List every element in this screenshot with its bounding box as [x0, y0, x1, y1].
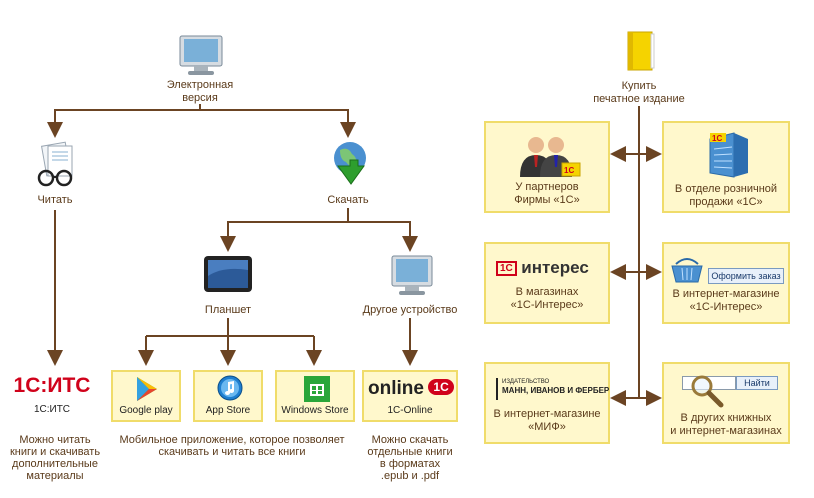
- tablet-label: Планшет: [204, 304, 252, 316]
- buy-printed-label: Купить печатное издание: [593, 80, 685, 105]
- partners-label: У партнеров Фирмы «1С»: [514, 181, 580, 206]
- retail-label: В отделе розничной продажи «1С»: [674, 183, 778, 208]
- read-label: Читать: [37, 194, 73, 206]
- app-store[interactable]: App Store: [193, 370, 263, 422]
- itc-label: 1С:ИТС: [33, 404, 71, 415]
- electronic-version-label: Электронная версия: [166, 79, 234, 104]
- svg-text:1С: 1С: [712, 134, 722, 143]
- google-play-icon: [137, 377, 157, 401]
- note-mobile: Мобильное приложение, которое позволяет …: [119, 434, 345, 458]
- monitor-icon: [178, 34, 224, 76]
- shopping-basket-icon: [671, 258, 703, 283]
- interes-shops-box[interactable]: 1С интерес В магазинах «1С-Интерес»: [484, 242, 610, 324]
- retail-box[interactable]: 1С В отделе розничной продажи «1С»: [662, 121, 790, 213]
- glasses-documents-icon: [32, 140, 80, 188]
- businessmen-icon: 1С: [520, 137, 581, 177]
- order-button[interactable]: Оформить заказ: [708, 268, 784, 284]
- note-online: Можно скачать отдельные книги в форматах…: [367, 434, 453, 482]
- note-read: Можно читать книги и скачивать дополните…: [9, 434, 101, 482]
- interes-logo: интерес: [521, 258, 589, 277]
- other-shops-label: В других книжных и интернет-магазинах: [670, 412, 782, 437]
- online-logo: online: [368, 378, 424, 399]
- mif-logo: МАНН, ИВАНОВ И ФЕРБЕР: [502, 386, 610, 395]
- google-play-store[interactable]: Google play: [111, 370, 181, 422]
- google-play-label: Google play: [119, 405, 173, 416]
- windows-store-label: Windows Store: [281, 405, 349, 416]
- itc-logo: 1С:ИТС: [13, 374, 91, 397]
- magnifier-icon: [691, 375, 724, 408]
- itc-product[interactable]: 1С:ИТС 1С:ИТС: [12, 370, 92, 422]
- monitor-icon-other: [390, 254, 434, 298]
- interes-badge-icon: 1С: [496, 261, 517, 276]
- mif-box[interactable]: ИЗДАТЕЛЬСТВО МАНН, ИВАНОВ И ФЕРБЕР В инт…: [484, 362, 610, 444]
- windows-store[interactable]: Windows Store: [275, 370, 355, 422]
- book-icon: [624, 30, 656, 72]
- download-globe-icon: [328, 140, 370, 188]
- other-shops-box[interactable]: Найти В других книжных и интернет-магази…: [662, 362, 790, 444]
- building-icon: 1С: [709, 132, 748, 178]
- interes-shops-label: В магазинах «1С-Интерес»: [510, 286, 584, 311]
- online-label: 1С-Online: [387, 405, 433, 416]
- app-store-label: App Store: [205, 405, 251, 416]
- online-badge: 1С: [428, 379, 454, 395]
- other-device-label: Другое устройство: [362, 304, 458, 316]
- itunes-icon: [217, 375, 243, 401]
- svg-text:1С: 1С: [564, 166, 574, 175]
- windows-store-icon: [304, 376, 330, 402]
- find-button[interactable]: Найти: [736, 376, 778, 390]
- online-store[interactable]: online 1С 1С-Online: [362, 370, 458, 422]
- interes-online-box[interactable]: Оформить заказ В интернет-магазине «1С-И…: [662, 242, 790, 324]
- interes-online-label: В интернет-магазине «1С-Интерес»: [672, 288, 780, 313]
- mif-label: В интернет-магазине «МИФ»: [493, 408, 601, 433]
- mif-logo-top: ИЗДАТЕЛЬСТВО: [502, 379, 550, 385]
- download-label: Скачать: [327, 194, 369, 206]
- partners-box[interactable]: 1С У партнеров Фирмы «1С»: [484, 121, 610, 213]
- tablet-icon: [203, 254, 253, 294]
